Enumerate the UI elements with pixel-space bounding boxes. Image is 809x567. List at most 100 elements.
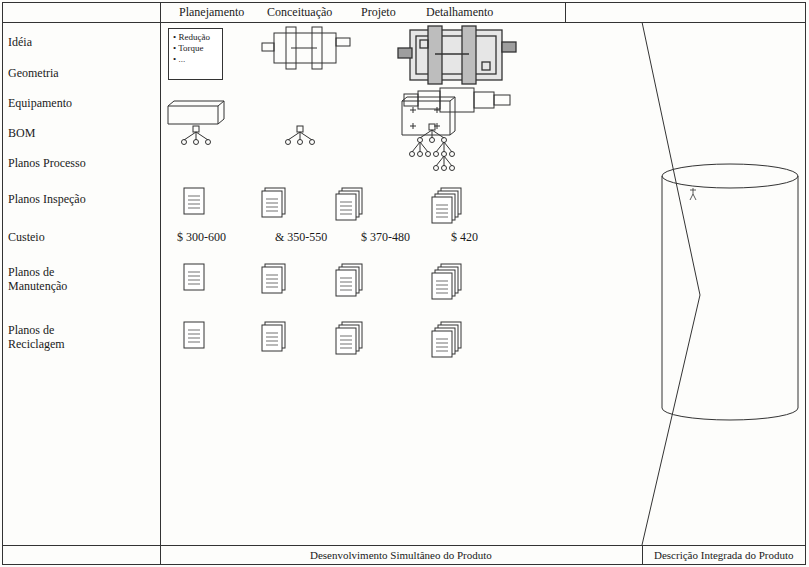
text-line: [188, 196, 200, 197]
footer-caption: Descrição Integrada do Produto: [654, 548, 794, 562]
text-line: [188, 204, 200, 205]
text-line: [266, 345, 278, 346]
cost-value: $ 420: [451, 230, 478, 244]
outer-frame: [3, 3, 806, 565]
text-line: [266, 275, 278, 276]
bom-branch: [420, 142, 421, 152]
bom-leaf: [430, 138, 435, 143]
row-label: Planos Processo: [8, 156, 86, 170]
bom-branch: [196, 132, 197, 140]
bom-branch: [420, 130, 432, 138]
text-line: [436, 293, 448, 294]
text-line: [266, 199, 278, 200]
document-page: [336, 194, 356, 220]
text-line: [266, 279, 278, 280]
text-line: [266, 333, 278, 334]
bom-branch: [444, 156, 445, 166]
text-line: [266, 341, 278, 342]
text-line: [340, 348, 352, 349]
bom-root: [297, 126, 303, 132]
text-line: [340, 278, 352, 279]
document-page: [262, 325, 282, 351]
bom-branch: [436, 156, 444, 166]
text-line: [266, 337, 278, 338]
bom-leaf: [442, 166, 447, 171]
text-line: [188, 272, 200, 273]
bom-branch: [432, 130, 444, 138]
bom-leaf: [194, 140, 199, 145]
note-sheet: • Redução• Torque• ...: [168, 28, 223, 80]
cost-value: $ 370-480: [361, 230, 410, 244]
text-line: [266, 207, 278, 208]
shaft-geometry: [404, 88, 510, 112]
row-label: Planos de Reciclagem: [8, 323, 98, 351]
bom-branch: [420, 142, 428, 152]
column-header: Conceituação: [267, 5, 332, 19]
text-line: [266, 203, 278, 204]
text-line: [188, 276, 200, 277]
document-page: [432, 331, 452, 357]
note-bullet: • Redução: [173, 32, 216, 43]
bom-branch: [412, 142, 420, 152]
bom-branch: [444, 156, 452, 166]
text-line: [436, 205, 448, 206]
bom-leaf: [182, 140, 187, 145]
document-page: [262, 267, 282, 293]
column-header: Planejamento: [179, 5, 244, 19]
row-label: Equipamento: [8, 96, 72, 110]
bom-branch: [184, 132, 196, 140]
text-line: [436, 213, 448, 214]
text-line: [266, 283, 278, 284]
text-line: [266, 211, 278, 212]
bom-branch: [444, 142, 452, 152]
row-label: Idéia: [8, 35, 32, 49]
bom-root: [193, 126, 199, 132]
bom-leaf: [418, 138, 423, 143]
chevron: [642, 22, 700, 545]
text-line: [340, 214, 352, 215]
text-line: [436, 339, 448, 340]
bom-root: [429, 124, 435, 130]
text-line: [340, 282, 352, 283]
bom-leaf: [442, 152, 447, 157]
text-line: [340, 286, 352, 287]
text-line: [340, 202, 352, 203]
bom-leaf: [298, 140, 303, 145]
bom-leaf: [442, 138, 447, 143]
bom-branch: [288, 132, 300, 140]
text-line: [436, 289, 448, 290]
row-label: BOM: [8, 126, 35, 140]
cost-value: $ 300-600: [177, 230, 226, 244]
row-label: Planos Inspeção: [8, 192, 86, 206]
bom-leaf: [426, 152, 431, 157]
text-line: [188, 338, 200, 339]
column-rule: [160, 2, 161, 565]
text-line: [188, 208, 200, 209]
text-line: [436, 285, 448, 286]
document-page: [184, 188, 204, 214]
row-label: Planos de Manutenção: [8, 265, 98, 293]
text-line: [436, 343, 448, 344]
detail-drawing: [398, 26, 516, 84]
text-line: [436, 351, 448, 352]
document-page: [262, 191, 282, 217]
text-line: [436, 209, 448, 210]
document-page: [184, 264, 204, 290]
footer-rule: [2, 545, 806, 546]
header-divider: [565, 2, 566, 22]
text-line: [436, 281, 448, 282]
text-line: [340, 210, 352, 211]
header-rule: [2, 22, 806, 23]
text-line: [340, 336, 352, 337]
footer-divider: [642, 545, 643, 565]
bom-leaf: [206, 140, 211, 145]
document-page: [336, 328, 356, 354]
cost-value: & 350-550: [275, 230, 327, 244]
bom-branch: [300, 132, 301, 140]
bom-branch: [444, 142, 445, 152]
equipment-detail: [402, 97, 455, 135]
document-page: [432, 197, 452, 223]
column-header: Detalhamento: [426, 5, 493, 19]
